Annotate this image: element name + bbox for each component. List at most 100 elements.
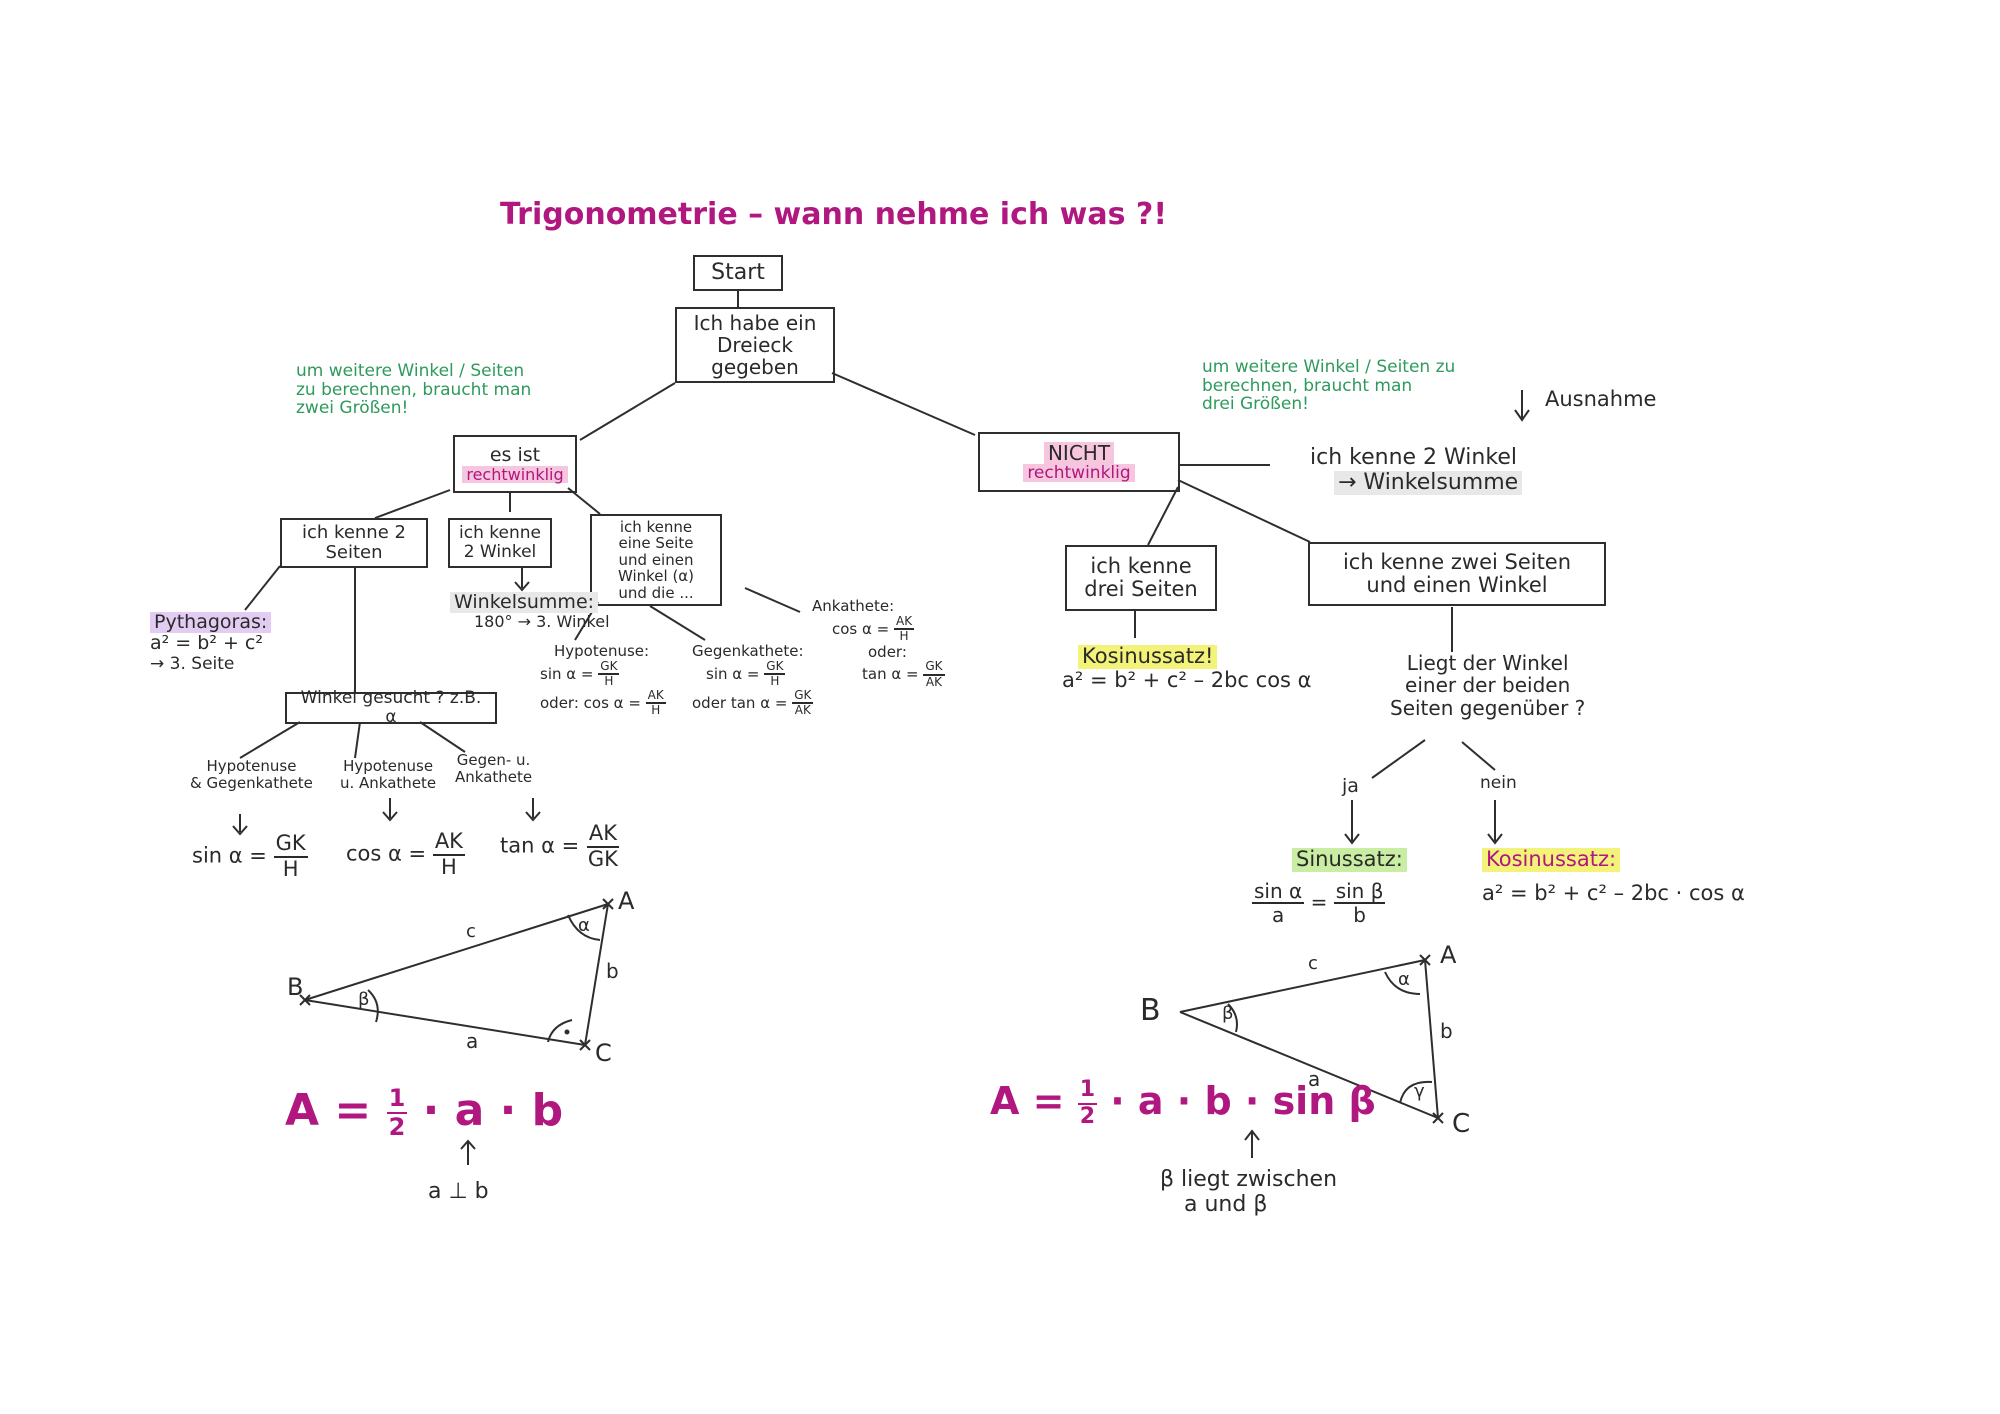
right-triangle-side-c: c — [1308, 953, 1318, 974]
right-triangle-vertex-a: A — [1440, 941, 1457, 969]
exception-label: Ausnahme — [1545, 387, 1657, 411]
pythagoras-result: → 3. Seite — [150, 653, 235, 674]
hyp-opp-line-1: Hypotenuse — [206, 757, 297, 775]
two-angles-line-1: ich kenne — [459, 523, 541, 544]
two-sides-angle-box: ich kenne zwei Seiten und einen Winkel — [1308, 542, 1606, 606]
hypotenuse-alt-lhs: oder: cos α = — [540, 693, 641, 712]
adjacent-alt-num: GK — [923, 660, 945, 676]
side-angle-line-1: ich kenne — [619, 517, 693, 536]
sine-law-eq: = — [1310, 889, 1328, 914]
left-triangle-side-c: c — [466, 921, 476, 942]
left-triangle-vertex-a: A — [618, 887, 635, 915]
side-angle-line-3: und einen — [618, 550, 694, 569]
note-right-line-2: berechnen, braucht man — [1202, 375, 1413, 396]
not-right-angled-box: NICHT rechtwinklig — [978, 432, 1180, 492]
not-right-angled-line-2: rechtwinklig — [1023, 463, 1135, 483]
cosine-law-block: Kosinussatz! a² = b² + c² – 2bc cos α — [1062, 644, 1312, 692]
hypotenuse-alt-den: H — [651, 703, 661, 718]
tangent-num: AK — [586, 821, 619, 848]
adjacent-cosine-num: AK — [894, 614, 915, 631]
side-angle-line-4: Winkel (α) — [617, 567, 695, 586]
note-left-line-2: zu berechnen, braucht man — [296, 379, 532, 400]
left-area-rest: · a · b — [422, 1084, 564, 1136]
not-label: NICHT — [1043, 441, 1115, 464]
two-sides-angle-line-1: ich kenne zwei Seiten — [1342, 549, 1572, 574]
three-sides-box: ich kenne drei Seiten — [1065, 545, 1217, 611]
side-angle-line-5: und die ... — [618, 583, 694, 602]
note-left: um weitere Winkel / Seiten zu berechnen,… — [296, 362, 531, 418]
left-triangle-side-b: b — [606, 959, 619, 983]
question-line-3: Seiten gegenüber ? — [1390, 695, 1586, 720]
two-angles-known-line-2: → Winkelsumme — [1334, 470, 1523, 496]
hypotenuse-label: Hypotenuse: — [554, 642, 650, 660]
side-angle-line-2: eine Seite — [618, 534, 694, 553]
angle-sought-box: Winkel gesucht ? z.B. α — [285, 688, 497, 727]
given-line-2: Dreieck — [717, 333, 793, 357]
right-angled-line-2: rechtwinklig — [462, 466, 568, 484]
right-angled-box: es ist rechtwinklig — [453, 435, 577, 493]
angle-sum-formula: 180° → 3. Winkel — [474, 612, 610, 632]
left-triangle-vertex-b: B — [287, 973, 304, 1001]
right-area-note-line-1: β liegt zwischen — [1160, 1167, 1338, 1192]
answer-no: nein — [1480, 773, 1517, 793]
pythagoras-formula: a² = b² + c² — [150, 632, 263, 655]
cosine-law-formula: a² = b² + c² – 2bc cos α — [1062, 667, 1312, 692]
cosine-num: AK — [432, 829, 465, 856]
left-area-note: a ⊥ b — [428, 1179, 489, 1204]
two-angles-known-note: ich kenne 2 Winkel → Winkelsumme — [1310, 445, 1523, 496]
opp-adj-line-2: Ankathete — [455, 767, 533, 786]
right-area-den: 2 — [1079, 1103, 1096, 1129]
angle-sought-label: Winkel gesucht ? z.B. α — [300, 688, 482, 727]
adjacent-label: Ankathete: — [812, 597, 895, 615]
opp-adj-label: Gegen- u. Ankathete — [455, 752, 532, 786]
sine-law-label: Sinussatz: — [1292, 847, 1407, 872]
hyp-opp-line-2: & Gegenkathete — [190, 773, 313, 792]
sine-lhs: sin α = — [192, 843, 267, 868]
adjacent-cosine-lhs: cos α = — [832, 619, 890, 638]
right-area-note: β liegt zwischen a und β — [1160, 1167, 1338, 1217]
three-sides-line-2: drei Seiten — [1084, 577, 1198, 601]
sine-law-den-1: a — [1271, 903, 1285, 928]
cosine-law-label: Kosinussatz! — [1078, 644, 1218, 669]
right-area-num: 1 — [1077, 1077, 1098, 1105]
hypotenuse-sine-lhs: sin α = — [540, 664, 594, 683]
adjacent-alt-den: AK — [925, 674, 942, 689]
adjacent-cosine-den: H — [899, 629, 909, 644]
left-triangle-angle-alpha: α — [578, 915, 590, 936]
angle-sum-label: Winkelsumme: — [450, 591, 599, 614]
sine-law-den-2: b — [1353, 903, 1366, 928]
cosine-lhs: cos α = — [346, 841, 427, 866]
adjacent-alt: oder: — [868, 642, 907, 661]
cosine-law-2-label: Kosinussatz: — [1482, 847, 1621, 872]
given-triangle-box: Ich habe ein Dreieck gegeben — [675, 307, 835, 383]
start-label: Start — [711, 259, 765, 285]
right-triangle-side-a: a — [1308, 1067, 1321, 1091]
right-area-rest: · a · b · sin β — [1110, 1079, 1376, 1124]
right-area-note-line-2: a und β — [1184, 1191, 1268, 1217]
hypotenuse-sine-den: H — [604, 674, 614, 689]
question-line-1: Liegt der Winkel — [1406, 651, 1569, 675]
diagram-title: Trigonometrie – wann nehme ich was ?! — [500, 197, 1168, 232]
opposite-sine-den: H — [770, 674, 780, 689]
right-triangle-angle-alpha: α — [1398, 969, 1410, 990]
opposite-alt-lhs: oder tan α = — [692, 693, 788, 712]
